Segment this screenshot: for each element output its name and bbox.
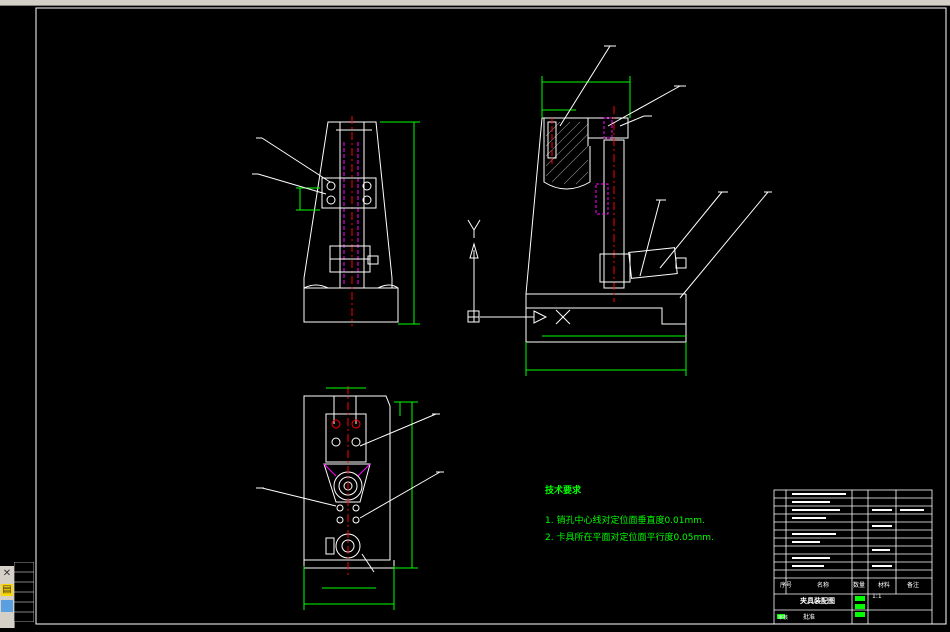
tech-requirement-1: 1. 销孔中心线对定位面垂直度0.01mm. xyxy=(545,516,705,526)
ruler-bar xyxy=(0,0,950,6)
layer-tool-icon[interactable]: ▤ xyxy=(1,584,13,596)
title-block-header-qty: 数量 xyxy=(853,582,866,589)
layer-strip xyxy=(14,562,34,622)
drawing-frame xyxy=(35,7,947,625)
title-block-header-name: 名称 xyxy=(817,582,830,589)
title-block-header-note: 备注 xyxy=(907,582,920,589)
title-block-header-seq: 序号 xyxy=(780,582,793,589)
front-view xyxy=(252,116,420,326)
top-view xyxy=(256,386,444,610)
tool-palette: ✕ ▤ xyxy=(0,566,15,628)
properties-tool-icon[interactable] xyxy=(1,600,13,612)
title-block-scale: 1:1 xyxy=(872,593,882,600)
modify-tool-icon[interactable]: ✕ xyxy=(2,568,12,579)
cad-drawing xyxy=(35,7,947,625)
title-block xyxy=(773,489,933,625)
ucs-icon xyxy=(467,219,571,325)
title-block-header-material: 材料 xyxy=(878,582,891,589)
tech-requirements-title: 技术要求 xyxy=(545,486,582,496)
title-block-drawing-name: 夹具装配图 xyxy=(800,597,835,605)
tech-requirement-2: 2. 卡具所在平面对定位面平行度0.05mm. xyxy=(545,533,714,543)
title-block-stamp-2: 批准 xyxy=(803,614,816,621)
side-view xyxy=(525,45,772,376)
drawing-canvas[interactable] xyxy=(0,6,950,628)
title-block-stamp-1: 审核 xyxy=(778,615,789,621)
